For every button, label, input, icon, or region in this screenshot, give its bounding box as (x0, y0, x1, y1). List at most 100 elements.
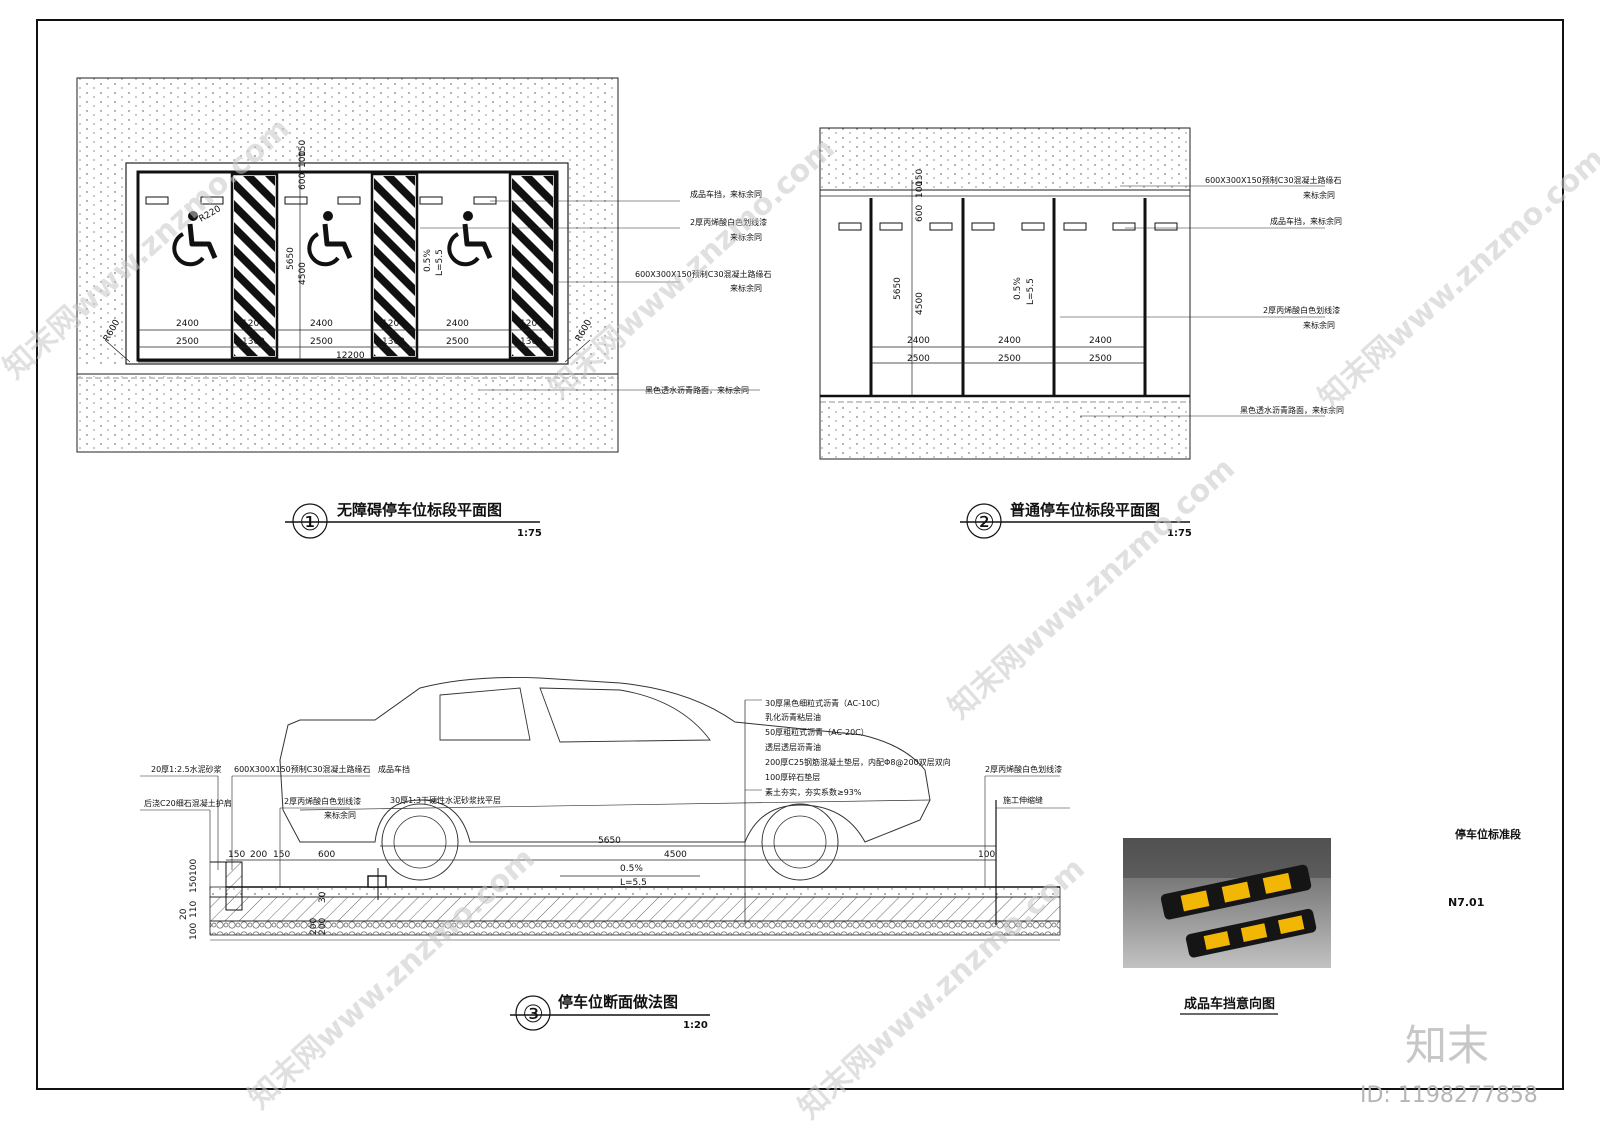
aisle-stripe (374, 178, 415, 230)
dim-p1-bot-5: 1300 (520, 337, 543, 347)
sec-callout-r0: 30厚黑色细粒式沥青（AC-10C） (765, 698, 885, 708)
aisle-stripe (405, 176, 415, 186)
aisle-stripe (374, 354, 376, 356)
hatched-aisle (512, 176, 553, 356)
sec-callout-l3: 2厚丙烯酸白色划线漆 (284, 796, 361, 806)
dim-p1-top-4: 2400 (446, 319, 469, 329)
aisle-stripe (234, 354, 236, 356)
aisle-stripe (234, 244, 275, 296)
wheelchair-icon (307, 211, 353, 267)
p2-scale: 1:75 (1167, 528, 1192, 539)
sec-callout-r5: 100厚碎石垫层 (765, 772, 820, 782)
dim-p1-bot-2: 2500 (310, 337, 333, 347)
dim-p2-top-1: 2400 (998, 336, 1021, 346)
dim-p2-bot-1: 2500 (998, 354, 1021, 364)
dim-p1-top-0: 2400 (176, 319, 199, 329)
sec-dimv-0: 100 (189, 923, 199, 940)
sec-callout-l4: 来标余同 (324, 810, 356, 820)
aisle-stripe (374, 332, 398, 356)
wheel-stop-photo (1123, 838, 1331, 968)
sec-dim-0: 150 (228, 850, 245, 860)
aisle-stripe (383, 176, 415, 208)
watermark-text: 知末网www.znzmo.com (942, 451, 1242, 726)
dim-p2-top-0: 2400 (907, 336, 930, 346)
sec-callout-l1: 后浇C20细石混凝土护肩 (144, 798, 232, 808)
sec-dim-1: 200 (250, 850, 267, 860)
dim-p2-v3: 100 (915, 181, 925, 198)
sec-callout-l6: 30厚1:3干硬性水泥砂浆找平层 (390, 795, 501, 805)
p2-callout-4: 来标余同 (1303, 320, 1335, 330)
p2-title: 普通停车位标段平面图 (1010, 501, 1160, 519)
sec-callout-l2: 600X300X150预制C30混凝土路缘石 (234, 764, 371, 774)
sec-callout-r6: 素土夯实，夯实系数≥93% (765, 787, 862, 797)
aisle-stripe (234, 200, 275, 252)
sec-dimv-2: 150 (189, 876, 199, 893)
sec-dim-2: 150 (273, 850, 290, 860)
p1-callout-2: 来标余同 (730, 232, 762, 242)
slope-len-p2: L=5.5 (1026, 278, 1036, 305)
dim-p1-v1: 4500 (298, 262, 308, 285)
aisle-stripe (512, 288, 553, 340)
aisle-stripe (234, 266, 275, 318)
aisle-stripe (374, 200, 415, 252)
aisle-stripe (512, 222, 553, 274)
dim-p2-top-2: 2400 (1089, 336, 1112, 346)
aisle-stripe (512, 244, 553, 296)
aisle-stripe (232, 462, 277, 518)
aisle-stripe (374, 222, 415, 274)
dim-p2-bot-0: 2500 (907, 354, 930, 364)
slope-len-p1: L=5.5 (435, 249, 445, 276)
p2-callout-3: 2厚丙烯酸白色划线漆 (1263, 305, 1340, 315)
sec-callout-l0: 20厚1:2.5水泥砂浆 (151, 764, 222, 774)
p3-title-circle (515, 995, 551, 1031)
slope-p2: 0.5% (1013, 277, 1023, 300)
dim-p2-v1: 4500 (915, 292, 925, 315)
aisle-stripe (512, 332, 536, 356)
aisle-stripe (512, 266, 553, 318)
side-label: 停车位标准段 (1455, 827, 1521, 841)
aisle-stripe (234, 288, 275, 340)
sec-dim-5: 4500 (664, 850, 687, 860)
dim-p1-top-3: 1200 (382, 319, 405, 329)
sec-callout-r7: 2厚丙烯酸白色划线漆 (985, 764, 1062, 774)
sec-callout-r2: 50厚粗粒式沥青（AC-20C） (765, 727, 869, 737)
aisle-stripe (234, 332, 258, 356)
sec-dim-4: 5650 (598, 836, 621, 846)
aisle-stripe (374, 310, 415, 356)
dim-p1-top-5: 1200 (520, 319, 543, 329)
dim-p2-bot-2: 2500 (1089, 354, 1112, 364)
sec-callout-r3: 透层透层沥青油 (765, 742, 821, 752)
p2-callout-1: 来标余同 (1303, 190, 1335, 200)
p1-callout-4: 来标余同 (730, 283, 762, 293)
aisle-stripe (374, 288, 415, 340)
aisle-stripe (265, 176, 275, 186)
sec-dimv-7: 100 (189, 859, 199, 876)
p1-title: 无障碍停车位标段平面图 (336, 501, 502, 519)
hatched-aisle (232, 176, 277, 518)
dim-p1-top-1: 1200 (242, 319, 265, 329)
watermark-logo: 知末 (1405, 1021, 1489, 1070)
p1-callout-5: 黑色透水沥青路面，来标余同 (645, 385, 749, 395)
dim-p1-bot-4: 2500 (446, 337, 469, 347)
aisle-stripe (512, 178, 553, 230)
sec-callout-r4: 200厚C25钢筋混凝土垫层，内配Φ8@200双层双向 (765, 757, 951, 767)
wheelchair-icon (172, 211, 218, 267)
side-code: N7.01 (1448, 896, 1484, 909)
dim-p1-v4: 150 (298, 140, 308, 157)
sec-callout-r1: 乳化沥青粘层油 (765, 712, 821, 722)
dim-p2-v0: 5650 (893, 277, 903, 300)
aisle-stripe (234, 222, 275, 274)
dim-p1-v0: 5650 (286, 247, 296, 270)
sec-dimv-1: 110 (189, 901, 199, 918)
photo-caption: 成品车挡意向图 (1184, 996, 1275, 1012)
p1-callout-0: 成品车挡，来标余同 (690, 189, 762, 199)
dim-p2-v2: 600 (915, 205, 925, 222)
dim-p1-v2: 600 (298, 173, 308, 190)
sec-slope: 0.5% (620, 864, 643, 874)
aisle-stripe (543, 176, 553, 186)
aisle-stripe (512, 200, 553, 252)
watermark-text: 知末网www.znzmo.com (1312, 141, 1600, 416)
dim-p2-v4: 150 (915, 169, 925, 186)
aisle-stripe (512, 310, 553, 356)
